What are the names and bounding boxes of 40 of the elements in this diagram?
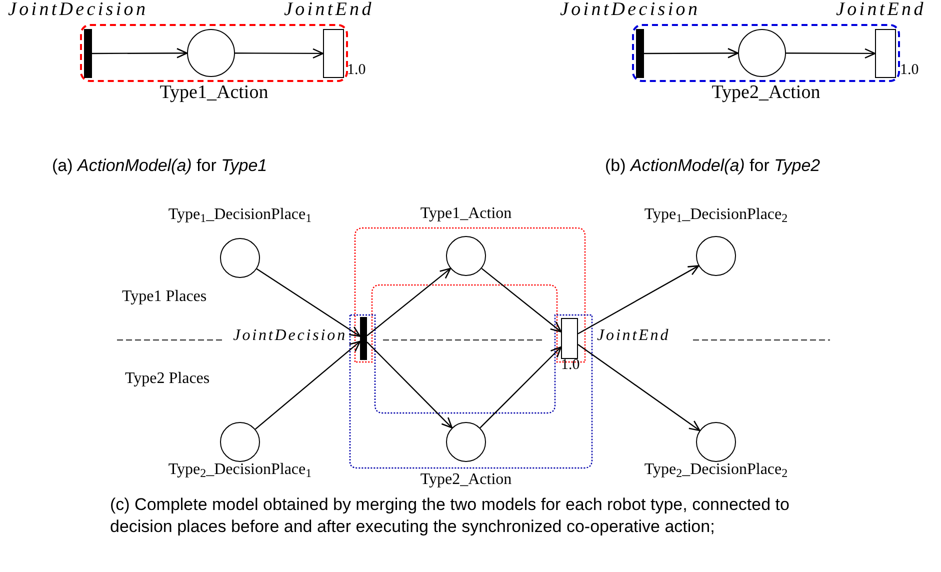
text-label: Type2_Action [419, 470, 513, 490]
place-label: Type$_{1}$_DecisionPlace$_{1}$ [167, 205, 313, 225]
arrow [254, 340, 361, 430]
transition-box [875, 29, 896, 78]
place-label: 1.0 [900, 63, 919, 78]
place-label: JointDecision [8, 0, 148, 19]
arrow [235, 48, 324, 59]
place-label: JointEnd [597, 328, 670, 344]
arrow [578, 265, 700, 334]
transition-box [323, 29, 344, 78]
place-label: 1.0 [347, 63, 366, 78]
text-label: Type1_Action [419, 204, 513, 224]
place-label: Type$_{2}$_DecisionPlace$_{1}$ [167, 460, 313, 480]
arrow [366, 342, 453, 428]
arrow [644, 48, 739, 58]
place-label: JointEnd [836, 0, 926, 19]
place-label: JointEnd [284, 0, 374, 19]
subfigure-caption: (a) ActionModel(a) for Type1 [52, 155, 268, 176]
transition-bar [360, 317, 367, 360]
transition-bar [84, 29, 92, 78]
figure-caption: (c) Complete model obtained by merging the two models for each robot type, connected to decision places before and after executing the synchronized co-operative action; [110, 494, 790, 538]
text-label: Type2 Places [125, 369, 210, 389]
text-label: Type1 Places [122, 287, 207, 307]
transition-box [561, 318, 578, 359]
arrow [578, 344, 700, 432]
group-label: Type2_Action [710, 83, 822, 102]
transition-bar [636, 29, 644, 78]
group-label: Type1_Action [158, 83, 270, 102]
place-label: JointDecision [232, 328, 347, 344]
arrow [480, 346, 562, 428]
place-label: Type$_{2}$_DecisionPlace$_{2}$ [643, 460, 789, 480]
arrow [786, 48, 876, 59]
arrow [481, 268, 562, 332]
place-label: 1.0 [561, 358, 580, 373]
arrow [92, 48, 188, 58]
place-label: Type$_{1}$_DecisionPlace$_{2}$ [643, 205, 789, 225]
arrow [366, 268, 452, 336]
place-label: JointDecision [560, 0, 700, 19]
arrow [256, 268, 361, 337]
subfigure-caption: (b) ActionModel(a) for Type2 [605, 155, 820, 176]
